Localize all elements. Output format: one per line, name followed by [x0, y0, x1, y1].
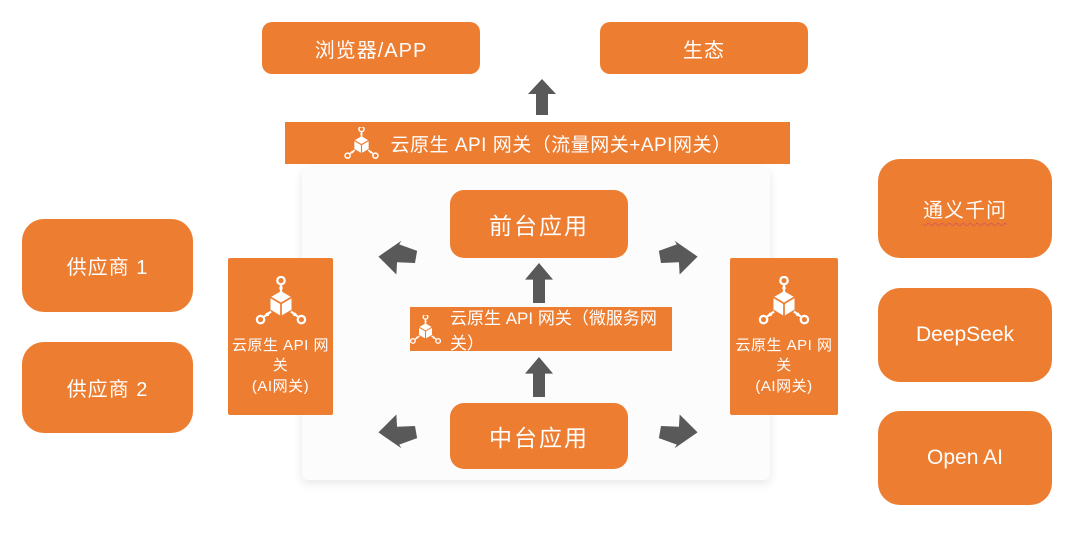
openai-box: Open AI [878, 411, 1052, 505]
ai-gateway-right-box: 云原生 API 网关 (AI网关) [730, 258, 838, 415]
arrow-up-to-frontend [524, 263, 554, 303]
frontend-app-label: 前台应用 [489, 213, 589, 239]
ecosystem-label: 生态 [683, 39, 725, 62]
browser-app-box: 浏览器/APP [262, 22, 480, 74]
microservice-gateway-label: 云原生 API 网关（微服务网关） [450, 309, 657, 353]
midend-app-box: 中台应用 [450, 403, 628, 469]
supplier-2-label: 供应商 2 [66, 379, 149, 401]
ecosystem-box: 生态 [600, 22, 808, 74]
traffic-gateway-banner: 云原生 API 网关（流量网关+API网关） [285, 122, 790, 164]
ai-gateway-right-line2: (AI网关) [755, 377, 813, 395]
arrow-midend-to-left-ai-gateway [377, 412, 420, 450]
arrow-frontend-to-right-ai-gateway [656, 239, 699, 277]
deepseek-box: DeepSeek [878, 288, 1052, 382]
cube-network-icon [255, 276, 307, 326]
arrow-midend-to-right-ai-gateway [656, 412, 699, 450]
qwen-box: 通义千问 [878, 159, 1052, 258]
browser-app-label: 浏览器/APP [314, 39, 428, 62]
supplier-1-label: 供应商 1 [66, 257, 149, 279]
frontend-app-box: 前台应用 [450, 190, 628, 258]
microservice-gateway-banner: 云原生 API 网关（微服务网关） [410, 307, 672, 353]
openai-label: Open AI [927, 446, 1003, 469]
arrow-up-to-browser [527, 79, 557, 115]
ai-gateway-left-line2: (AI网关) [251, 377, 310, 395]
supplier-1-box: 供应商 1 [22, 219, 193, 312]
ai-gateway-left-line1: 云原生 API 网关 [231, 337, 329, 375]
midend-app-label: 中台应用 [489, 425, 589, 451]
cube-network-icon [758, 276, 810, 326]
cube-network-icon [410, 314, 441, 344]
deepseek-label: DeepSeek [915, 323, 1015, 346]
qwen-label: 通义千问 [923, 200, 1007, 222]
cube-network-icon [343, 127, 379, 159]
ai-gateway-left-box: 云原生 API 网关 (AI网关) [228, 258, 333, 415]
arrow-up-to-microservice-gateway [524, 357, 554, 397]
arrow-frontend-to-left-ai-gateway [377, 239, 420, 277]
traffic-gateway-label: 云原生 API 网关（流量网关+API网关） [390, 134, 732, 156]
ai-gateway-right-line1: 云原生 API 网关 [735, 337, 833, 375]
supplier-2-box: 供应商 2 [22, 342, 193, 433]
